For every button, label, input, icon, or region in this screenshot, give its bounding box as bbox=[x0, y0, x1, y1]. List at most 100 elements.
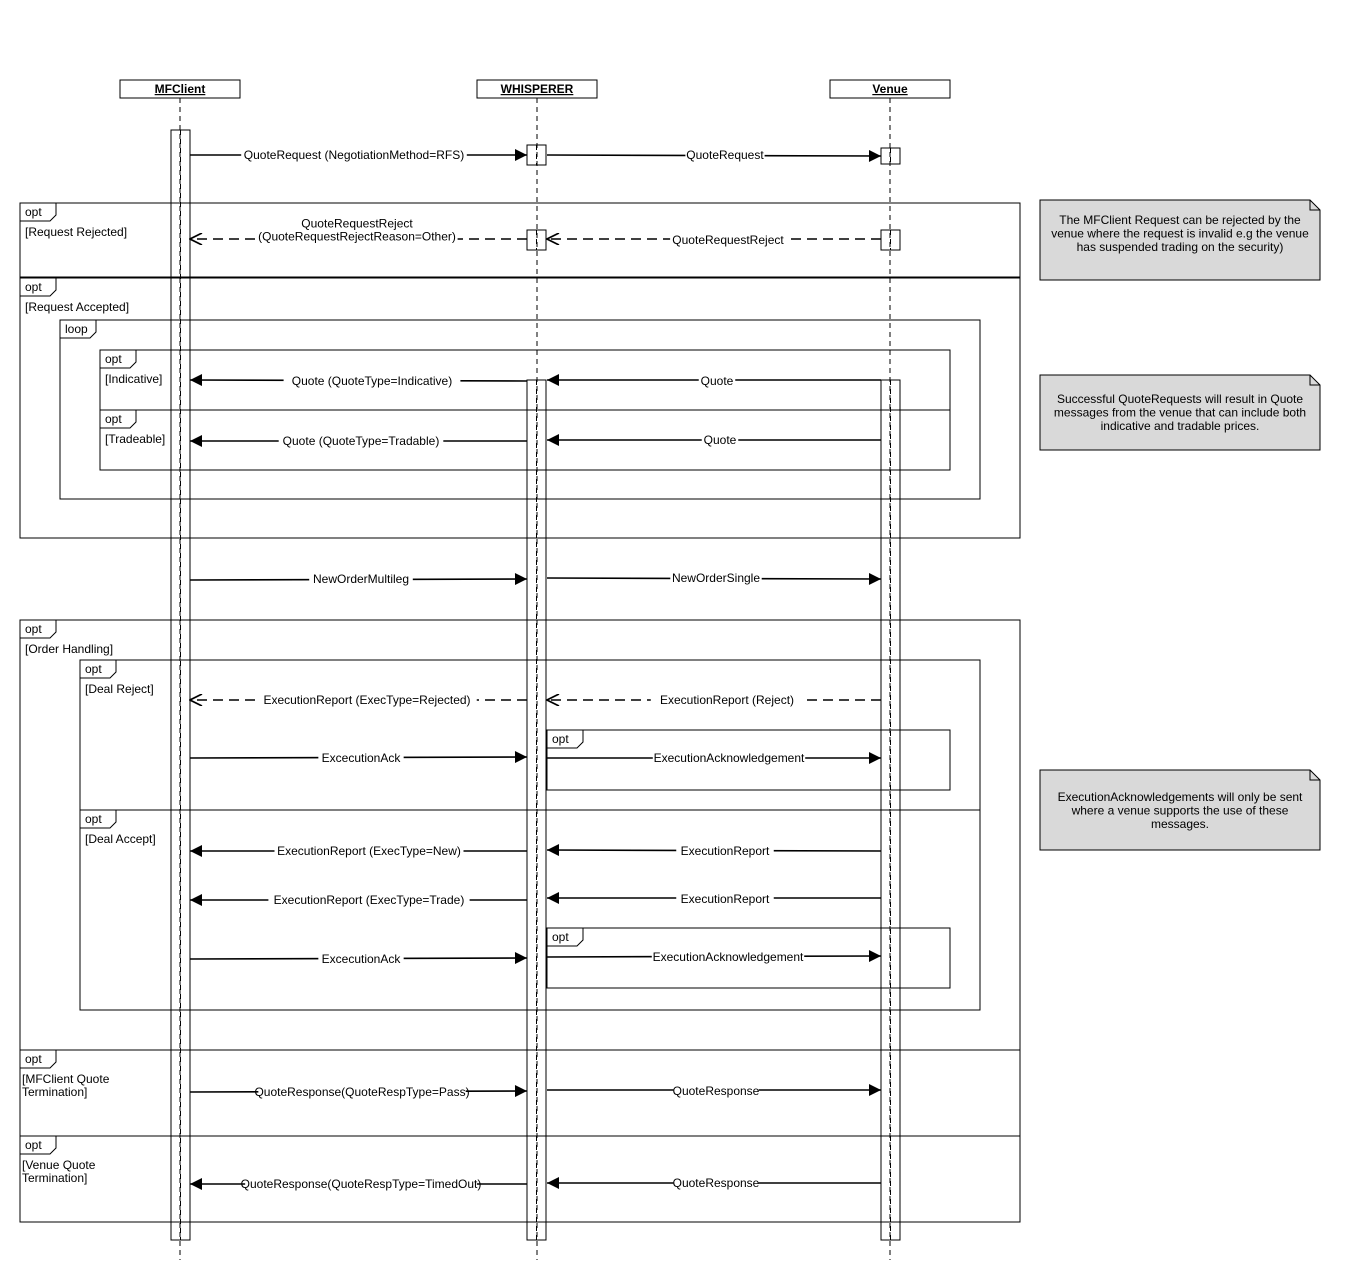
fragment-opt: opt[Tradeable] bbox=[99, 409, 951, 471]
fragment-tab bbox=[546, 927, 584, 947]
fragment-tab bbox=[19, 202, 57, 222]
fragment-tab bbox=[59, 319, 97, 339]
participant-name: MFClient bbox=[155, 82, 206, 96]
message-m20: ExecutionAcknowledgement bbox=[546, 950, 882, 965]
message-label-bg bbox=[245, 1177, 477, 1192]
fragment-frame bbox=[19, 1135, 1021, 1223]
fragment-operator: opt bbox=[552, 930, 569, 944]
fragment-guard: [Deal Accept] bbox=[85, 832, 156, 846]
note-text: messages. bbox=[1151, 817, 1209, 831]
fragment-guard: [Indicative] bbox=[105, 372, 162, 386]
message-label: Quote (QuoteType=Tradable) bbox=[283, 434, 440, 448]
fragment-guard: [Request Accepted] bbox=[25, 300, 129, 314]
fragment-guard: [Request Rejected] bbox=[25, 225, 127, 239]
fragment-operator: opt bbox=[25, 1138, 42, 1152]
note-text: where a venue supports the use of these bbox=[1071, 804, 1289, 818]
message-label: QuoteRequest (NegotiationMethod=RFS) bbox=[244, 148, 464, 162]
note-text: venue where the request is invalid e.g t… bbox=[1051, 227, 1309, 241]
fragment-operator: opt bbox=[85, 662, 102, 676]
message-m3: QuoteRequestReject(QuoteRequestRejectRea… bbox=[190, 216, 527, 245]
message-m17: ExecutionReport (ExecType=Trade) bbox=[190, 893, 527, 908]
message-label-bg bbox=[283, 374, 461, 389]
fragment-operator: opt bbox=[25, 280, 42, 294]
note-text: has suspended trading on the security) bbox=[1077, 240, 1284, 254]
note-body bbox=[1039, 374, 1321, 451]
message-label-bg bbox=[650, 693, 804, 708]
fragment-frame bbox=[19, 1049, 1021, 1137]
message-label-bg bbox=[670, 571, 762, 586]
fragment-opt: opt [Deal Accept] bbox=[79, 809, 981, 1011]
message-m11: ExecutionReport (ExecType=Rejected) bbox=[190, 693, 527, 708]
message-label: ExcecutionAck bbox=[322, 751, 402, 765]
fragment-operator: opt bbox=[105, 412, 122, 426]
fragment-guard: [Venue Quote bbox=[22, 1158, 96, 1172]
fragment-tab bbox=[19, 1135, 57, 1155]
message-m16: ExecutionReport bbox=[546, 844, 882, 859]
note: Successful QuoteRequests will result in … bbox=[1039, 374, 1321, 451]
message-m7: Quote (QuoteType=Tradable) bbox=[190, 434, 527, 449]
message-m12: ExecutionReport (Reject) bbox=[547, 693, 881, 708]
message-m22: QuoteResponse bbox=[547, 1084, 881, 1099]
participant-box bbox=[476, 79, 598, 99]
message-m15: ExecutionReport (ExecType=New) bbox=[190, 844, 527, 859]
participant-name: WHISPERER bbox=[501, 82, 574, 96]
message-label-bg bbox=[676, 892, 774, 907]
message-m1: QuoteRequest (NegotiationMethod=RFS) bbox=[190, 148, 527, 163]
message-label: QuoteResponse bbox=[673, 1084, 760, 1098]
message-label: QuoteResponse(QuoteRespType=TimedOut) bbox=[241, 1177, 482, 1191]
message-label-bg bbox=[274, 844, 464, 859]
message-label-bg bbox=[651, 950, 805, 965]
fragment-frame bbox=[19, 277, 1021, 539]
note-body bbox=[1039, 769, 1321, 851]
participant-name: Venue bbox=[872, 82, 908, 96]
fragment-opt: opt bbox=[546, 729, 951, 791]
message-label-bg bbox=[685, 148, 765, 163]
fragment-tab bbox=[79, 809, 117, 829]
message-label: ExcecutionAck bbox=[322, 952, 402, 966]
message-label-bg bbox=[278, 434, 444, 449]
message-m14: ExecutionAcknowledgement bbox=[547, 751, 881, 766]
fragment-frame bbox=[79, 659, 981, 811]
fragment-tab bbox=[79, 659, 117, 679]
fragment-operator: opt bbox=[25, 1052, 42, 1066]
fragment-guard: [Deal Reject] bbox=[85, 682, 154, 696]
fragment-opt: opt [Deal Reject] bbox=[79, 659, 981, 811]
message-label: QuoteRequest bbox=[686, 148, 764, 162]
note: The MFClient Request can be rejected by … bbox=[1039, 199, 1321, 281]
message-label: (QuoteRequestRejectReason=Other) bbox=[258, 230, 456, 244]
fragment-opt: opt [Request Rejected] bbox=[19, 202, 1021, 278]
fragment-frame bbox=[19, 619, 1021, 1051]
message-m4: QuoteRequestReject bbox=[547, 233, 881, 248]
message-m2: QuoteRequest bbox=[546, 148, 882, 163]
message-m6: Quote bbox=[547, 374, 881, 389]
fragment-frame bbox=[59, 319, 981, 500]
message-label-bg bbox=[309, 572, 413, 587]
message-label: Quote bbox=[704, 433, 737, 447]
message-label: ExecutionReport (ExecType=Rejected) bbox=[263, 693, 470, 707]
fragment-guard: Termination] bbox=[22, 1171, 87, 1185]
fragment-tab bbox=[19, 619, 57, 639]
fragment-operator: opt bbox=[25, 622, 42, 636]
message-label-bg bbox=[652, 751, 806, 766]
message-m9: NewOrderMultileg bbox=[189, 572, 528, 587]
message-label: ExecutionAcknowledgement bbox=[653, 950, 804, 964]
message-label-bg bbox=[670, 233, 786, 248]
fragment-tab bbox=[546, 729, 584, 749]
message-m13: ExcecutionAck bbox=[189, 751, 528, 766]
message-label-bg bbox=[676, 844, 774, 859]
message-m19: ExcecutionAck bbox=[189, 952, 528, 967]
fragment-frame bbox=[99, 409, 951, 471]
message-label: ExecutionAcknowledgement bbox=[654, 751, 805, 765]
fragment-operator: opt bbox=[25, 205, 42, 219]
message-label: QuoteRequestReject bbox=[672, 233, 784, 247]
message-label: ExecutionReport bbox=[681, 844, 770, 858]
note-text: messages from the venue that can include… bbox=[1054, 406, 1306, 420]
message-label: ExecutionReport (Reject) bbox=[660, 693, 794, 707]
message-m21: QuoteResponse(QuoteRespType=Pass) bbox=[189, 1085, 528, 1100]
message-m5: Quote (QuoteType=Indicative) bbox=[189, 374, 528, 389]
message-m8: Quote bbox=[547, 433, 881, 448]
message-label-bg bbox=[673, 1176, 759, 1191]
note-fold bbox=[1309, 200, 1320, 211]
